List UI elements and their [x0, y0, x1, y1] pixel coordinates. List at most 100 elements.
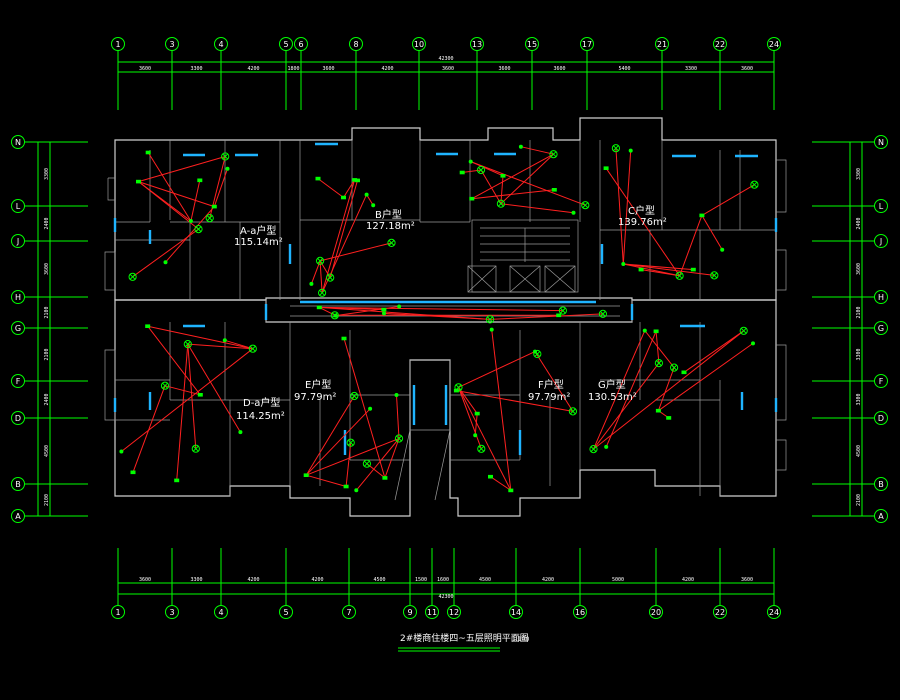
unit-g-name: G户型: [598, 378, 626, 391]
top-axis-17: 17: [580, 37, 594, 51]
bottom-axis-12: 12: [447, 605, 461, 619]
svg-text:A: A: [878, 512, 884, 521]
unit-c-name: C户型: [628, 204, 655, 217]
drawing-scale: 1:100: [512, 636, 529, 643]
top-axis-3: 3: [165, 37, 179, 51]
unit-d-area: 114.25m²: [236, 411, 285, 422]
side-segment-dim: 2400: [44, 217, 50, 229]
svg-text:24: 24: [769, 608, 779, 617]
unit-labels: A-a户型 115.14m² B户型 127.18m² C户型 139.76m²…: [234, 204, 667, 422]
svg-text:24: 24: [769, 40, 779, 49]
right-axis-L: L: [874, 199, 888, 213]
right-axis-H: H: [874, 290, 888, 304]
top-total-dimension: 42300: [438, 56, 453, 62]
top-segment-dim: 3600: [322, 66, 334, 72]
top-segment-dim: 3600: [553, 66, 565, 72]
top-axis-10: 10: [412, 37, 426, 51]
side-segment-dim: 3300: [856, 348, 862, 360]
top-segment-dim: 4200: [247, 66, 259, 72]
unit-c-area: 139.76m²: [618, 217, 667, 228]
top-segment-dim: 3600: [442, 66, 454, 72]
svg-text:6: 6: [298, 40, 303, 49]
top-axis-6: 6: [294, 37, 308, 51]
right-axis-A: A: [874, 509, 888, 523]
top-axis-5: 5: [279, 37, 293, 51]
top-axis-13: 13: [470, 37, 484, 51]
svg-text:4: 4: [218, 608, 223, 617]
unit-d-name: D-a户型: [243, 396, 280, 409]
bottom-axis-22: 22: [713, 605, 727, 619]
svg-text:H: H: [15, 293, 21, 302]
side-segment-dim: 2100: [44, 494, 50, 506]
side-segment-dim: 2100: [44, 348, 50, 360]
bottom-axis-16: 16: [573, 605, 587, 619]
svg-text:8: 8: [353, 40, 358, 49]
svg-text:A: A: [15, 512, 21, 521]
left-axis-G: G: [11, 321, 25, 335]
svg-text:22: 22: [715, 608, 725, 617]
svg-text:G: G: [15, 324, 21, 333]
svg-text:3: 3: [169, 40, 174, 49]
svg-text:3: 3: [169, 608, 174, 617]
side-segment-dim: 2100: [856, 306, 862, 318]
svg-text:J: J: [16, 237, 19, 246]
lighting-wiring: [121, 146, 755, 491]
right-axis-D: D: [874, 411, 888, 425]
top-segment-dim: 5400: [618, 66, 630, 72]
left-axis-N: N: [11, 135, 25, 149]
left-axis-B: B: [11, 477, 25, 491]
bottom-segment-dim: 1600: [437, 577, 449, 583]
left-axis-A: A: [11, 509, 25, 523]
bottom-axis-20: 20: [649, 605, 663, 619]
bottom-segment-dim: 3600: [741, 577, 753, 583]
bottom-segment-dim: 4500: [373, 577, 385, 583]
side-segment-dim: 3300: [856, 393, 862, 405]
svg-text:21: 21: [657, 40, 667, 49]
top-segment-dim: 1800: [287, 66, 299, 72]
bottom-segment-dim: 5000: [612, 577, 624, 583]
drawing-title: 2#楼商住楼四~五层照明平面图: [400, 632, 529, 644]
side-segment-dim: 2400: [856, 217, 862, 229]
lighting-fixtures: [119, 144, 759, 493]
side-segment-dim: 3300: [44, 168, 50, 180]
svg-text:D: D: [15, 414, 21, 423]
svg-text:15: 15: [527, 40, 537, 49]
svg-text:10: 10: [414, 40, 424, 49]
bottom-axis-11: 11: [425, 605, 439, 619]
top-segment-dim: 3300: [685, 66, 697, 72]
left-axis-D: D: [11, 411, 25, 425]
svg-text:16: 16: [575, 608, 585, 617]
right-axis-F: F: [874, 374, 888, 388]
left-axis-H: H: [11, 290, 25, 304]
side-segment-dim: 3600: [44, 263, 50, 275]
svg-text:F: F: [879, 377, 884, 386]
bottom-axis-14: 14: [509, 605, 523, 619]
top-axis-8: 8: [349, 37, 363, 51]
svg-text:17: 17: [582, 40, 592, 49]
bottom-axis-24: 24: [767, 605, 781, 619]
svg-text:D: D: [878, 414, 884, 423]
unit-e-name: E户型: [305, 378, 331, 391]
svg-text:N: N: [878, 138, 884, 147]
unit-b-name: B户型: [375, 208, 402, 221]
svg-text:N: N: [15, 138, 21, 147]
bottom-total-dimension: 42300: [438, 594, 453, 600]
bottom-segment-dim: 1500: [415, 577, 427, 583]
side-segment-dim: 2400: [44, 393, 50, 405]
bottom-axis-9: 9: [403, 605, 417, 619]
unit-f-name: F户型: [538, 378, 564, 391]
bottom-segment-dim: 4200: [682, 577, 694, 583]
side-segment-dim: 4500: [856, 445, 862, 457]
unit-a-area: 115.14m²: [234, 237, 283, 248]
interior-partitions: [115, 140, 776, 496]
bottom-segment-dim: 4200: [542, 577, 554, 583]
top-segment-dim: 3600: [498, 66, 510, 72]
top-segment-dim: 3600: [741, 66, 753, 72]
bottom-segment-dim: 3600: [139, 577, 151, 583]
